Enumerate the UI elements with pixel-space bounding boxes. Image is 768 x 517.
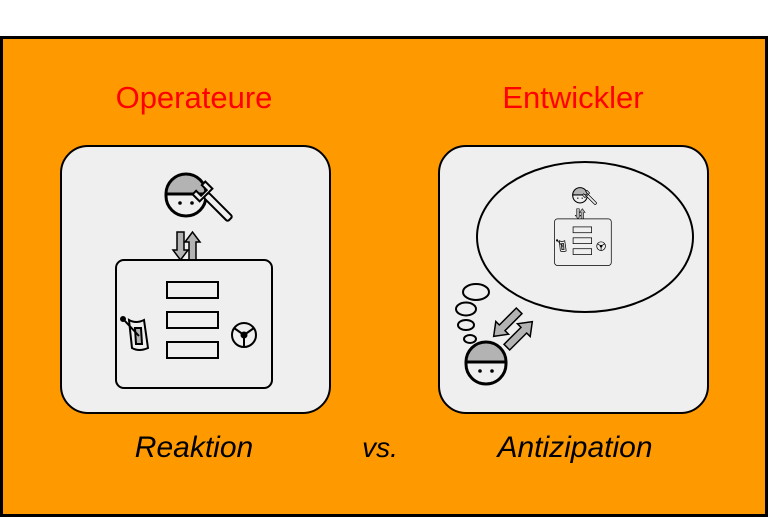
thought-dots [455,283,490,344]
developer-head-icon [464,340,508,386]
caption-anticipation: Antizipation [497,431,653,464]
heading-operators: Operateure [115,80,273,115]
diagonal-arrows-icon [492,306,534,352]
caption-versus: vs. [362,432,398,463]
heading-developers: Entwickler [502,80,644,115]
operator-scene [114,172,274,390]
caption-reaction: Reaktion [134,431,254,464]
